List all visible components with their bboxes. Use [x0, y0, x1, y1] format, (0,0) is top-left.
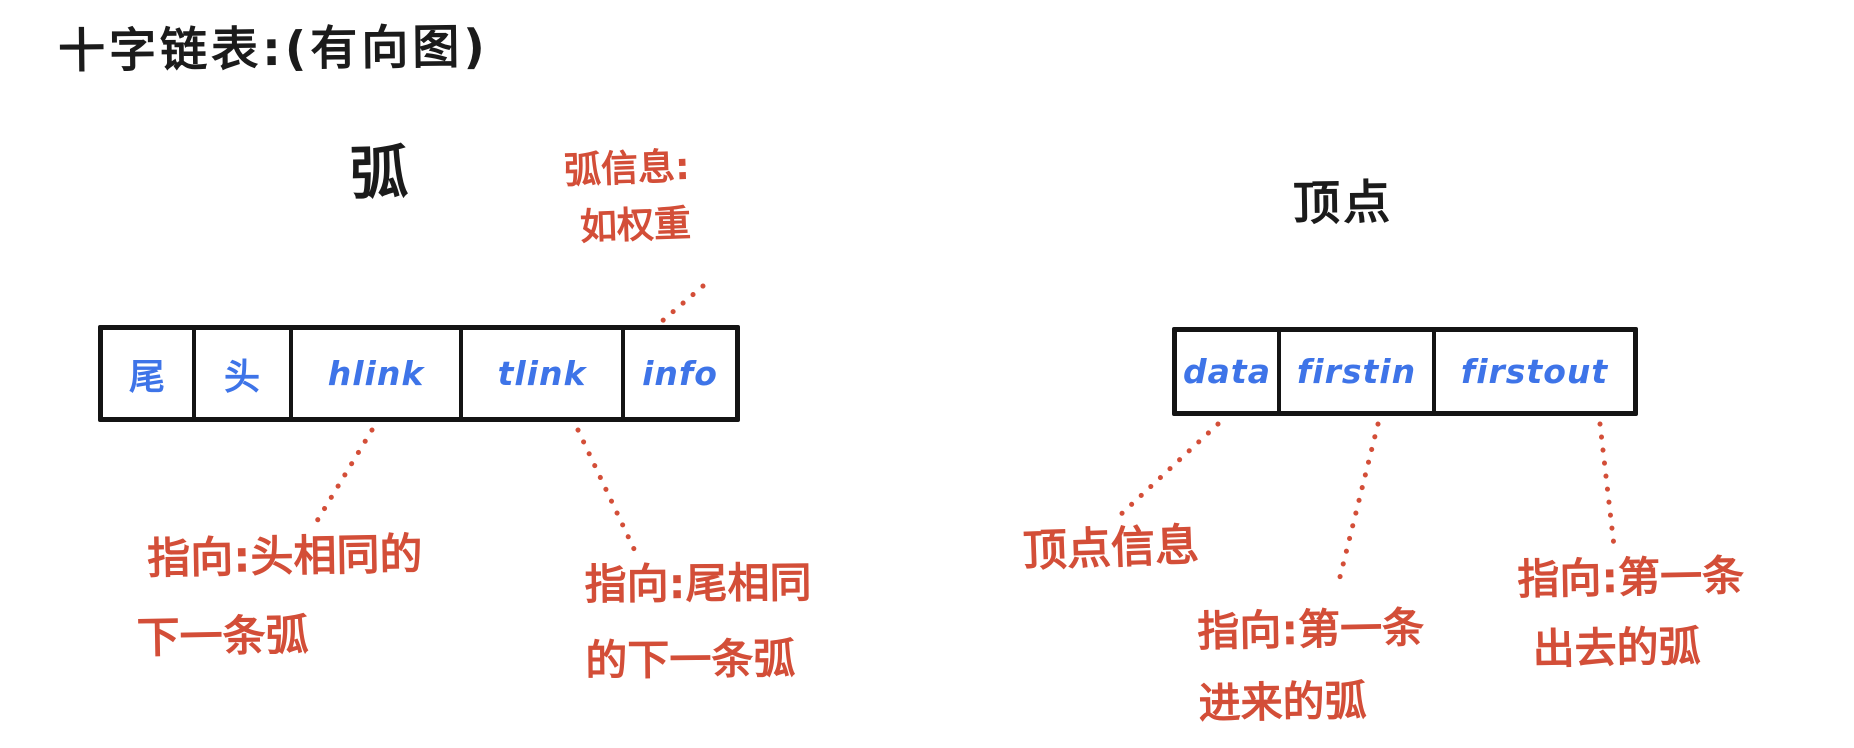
arc-section-label: 弧 [349, 138, 410, 208]
hlink-note-line1: 指向:头相同的 [146, 529, 423, 585]
tlink-note-line1: 指向:尾相同 [584, 558, 812, 609]
arc-cell-tlink: tlink [463, 330, 625, 417]
firstout-note-line1: 指向:第一条 [1516, 551, 1745, 604]
arc-info-note-line1: 弧信息: [563, 144, 691, 193]
connector-hlink-note [314, 427, 375, 524]
firstout-note-line2: 出去的弧 [1532, 622, 1702, 675]
arc-cell-hlink-label: hlink [327, 354, 425, 393]
tlink-note-line2: 的下一条弧 [585, 634, 796, 686]
arc-cell-head-label: 头 [223, 356, 261, 398]
tlink-note: 指向:尾相同 的下一条弧 [584, 558, 812, 686]
vertex-cell-firstout-label: firstout [1460, 352, 1609, 391]
connector-tlink-note [575, 427, 637, 552]
vertex-info-note: 顶点信息 [1022, 519, 1200, 578]
firstin-note-line1: 指向:第一条 [1196, 603, 1425, 656]
arc-cell-info: info [625, 330, 735, 417]
arc-cell-tail: 尾 [103, 330, 196, 417]
page-title: 十字链表:(有向图) [57, 19, 490, 80]
vertex-cell-firstin-label: firstin [1296, 352, 1417, 391]
connector-firstin-note [1334, 421, 1381, 592]
arc-info-note: 弧信息: 如权重 [563, 144, 692, 249]
firstout-note: 指向:第一条 出去的弧 [1516, 551, 1746, 675]
hlink-note-line2: 下一条弧 [136, 611, 310, 665]
vertex-cell-firstout: firstout [1436, 332, 1633, 411]
arc-cell-tail-label: 尾 [128, 356, 166, 398]
arc-info-note-line2: 如权重 [579, 201, 692, 249]
vertex-section-label: 顶点 [1292, 175, 1394, 232]
firstin-note: 指向:第一条 进来的弧 [1196, 603, 1426, 729]
vertex-node-table: data firstin firstout [1172, 327, 1638, 416]
arc-cell-hlink: hlink [293, 330, 463, 417]
arc-cell-info-label: info [642, 354, 718, 393]
connector-data-note [1115, 421, 1221, 520]
vertex-info-note-line1: 顶点信息 [1022, 519, 1200, 578]
vertex-cell-firstin: firstin [1281, 332, 1436, 411]
vertex-cell-data-label: data [1183, 352, 1271, 391]
connector-firstout-note [1597, 421, 1617, 549]
connector-arcinfo-note [658, 283, 706, 325]
arc-cell-head: 头 [196, 330, 293, 417]
hlink-note: 指向:头相同的 下一条弧 [136, 529, 424, 665]
vertex-cell-data: data [1177, 332, 1281, 411]
firstin-note-line2: 进来的弧 [1198, 676, 1368, 729]
arc-cell-tlink-label: tlink [497, 354, 587, 393]
arc-node-table: 尾 头 hlink tlink info [98, 325, 740, 422]
